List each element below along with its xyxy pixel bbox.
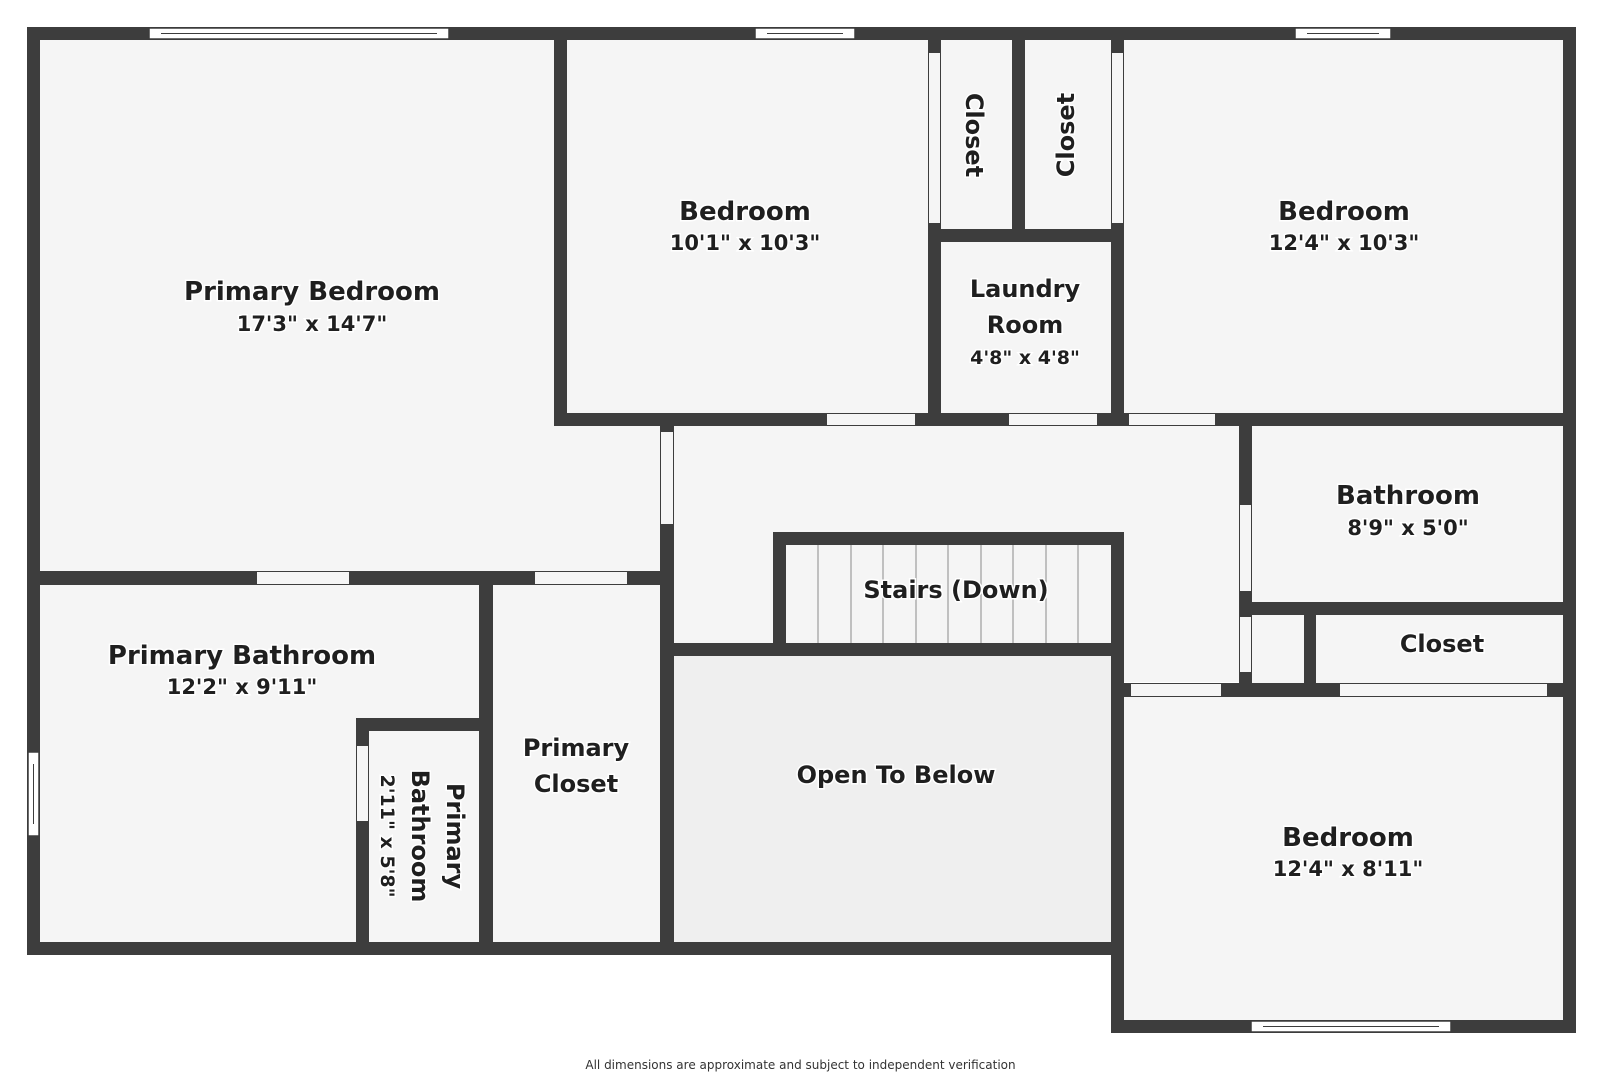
door-bed-bottom (1131, 684, 1221, 696)
primary-bathroom-dim: 12'2" x 9'11" (167, 675, 318, 699)
wall-stairs-top (773, 532, 1124, 545)
bedroom-top-right-name: Bedroom (1278, 197, 1410, 227)
bathroom-dim: 8'9" x 5'0" (1347, 516, 1468, 540)
wall-stairs-left (773, 532, 786, 645)
wall-open-top (660, 643, 1124, 656)
laundry-room-name-line2: Room (987, 311, 1063, 339)
wall-open-left (660, 413, 674, 955)
wall-bed-center-left (554, 27, 567, 426)
bedroom-top-right-floor (1124, 39, 1563, 413)
closet-b-name: Closet (1052, 93, 1080, 177)
small-closet-floor (1252, 615, 1304, 683)
outer-wall-left (27, 27, 40, 955)
door-small-closet (1240, 617, 1251, 672)
bedroom-bottom-right-name: Bedroom (1282, 823, 1414, 853)
bedroom-bottom-right-dim: 12'4" x 8'11" (1273, 857, 1424, 881)
wall-primary-closet-left (479, 571, 493, 955)
room-labels: Primary Bedroom 17'3" x 14'7" Bedroom 10… (106, 91, 1485, 904)
wall-bed-right-bottom (1111, 413, 1576, 426)
primary-closet-line1: Primary (523, 734, 630, 762)
primary-bedroom-name: Primary Bedroom (184, 277, 440, 307)
closet-right-floor (1316, 615, 1563, 683)
open-to-below-name: Open To Below (797, 761, 996, 789)
wall-stairs-right (1111, 532, 1124, 955)
closet-a-name: Closet (960, 93, 988, 177)
laundry-room-floor (941, 242, 1111, 413)
door-closet-a (929, 53, 940, 223)
bedroom-top-right-dim: 12'4" x 10'3" (1269, 231, 1420, 255)
primary-bathroom-floor (39, 585, 479, 942)
laundry-room-name-line1: Laundry (970, 275, 1081, 303)
door-laundry (1009, 414, 1097, 425)
stairs-name: Stairs (Down) (863, 576, 1048, 604)
windows (27, 27, 1452, 1033)
disclaimer-text: All dimensions are approximate and subje… (585, 1058, 1016, 1072)
laundry-room-dim: 4'8" x 4'8" (970, 347, 1080, 369)
bedroom-top-center-dim: 10'1" x 10'3" (670, 231, 821, 255)
outer-wall-bottom-left (27, 942, 1124, 955)
closet-right-name: Closet (1400, 630, 1484, 658)
door-bathroom (1240, 505, 1251, 591)
wall-closet-bottom (928, 229, 1124, 242)
doorways (257, 53, 1547, 821)
door-closet-b (1112, 53, 1123, 223)
primary-bathroom-small-line2: Bathroom (406, 770, 434, 903)
bedroom-top-center-floor (567, 39, 928, 413)
door-primary-closet (535, 572, 627, 584)
bathroom-floor (1252, 426, 1563, 602)
closet-a-floor (941, 39, 1012, 229)
wall-closet-divider (1012, 27, 1025, 242)
primary-bathroom-small-dim: 2'11" x 5'8" (376, 774, 398, 897)
door-primary-bath (257, 572, 349, 584)
door-bed-center (827, 414, 915, 425)
outer-wall-right (1563, 27, 1576, 1033)
primary-bathroom-name: Primary Bathroom (108, 641, 376, 671)
door-primary-bed (661, 432, 673, 524)
door-bed-right (1129, 414, 1215, 425)
stair-treads (817, 545, 1079, 643)
wall-bath-bottom (1239, 602, 1576, 615)
closet-b-floor (1025, 39, 1111, 229)
primary-bathroom-small-line1: Primary (441, 783, 469, 890)
walls (27, 27, 1576, 1033)
wall-primary-bed-bottom (27, 571, 674, 585)
primary-closet-floor (493, 585, 660, 942)
wall-closet-right-left (1304, 602, 1316, 697)
wall-small-bath-top (356, 718, 493, 731)
primary-closet-line2: Closet (534, 770, 618, 798)
primary-bedroom-dim: 17'3" x 14'7" (237, 312, 388, 336)
open-to-below-floor (674, 656, 1111, 942)
bathroom-name: Bathroom (1336, 481, 1480, 511)
door-closet-right (1340, 684, 1547, 696)
bedroom-bottom-right-floor (1124, 697, 1563, 1020)
door-small-bath (357, 746, 368, 821)
bedroom-top-center-name: Bedroom (679, 197, 811, 227)
